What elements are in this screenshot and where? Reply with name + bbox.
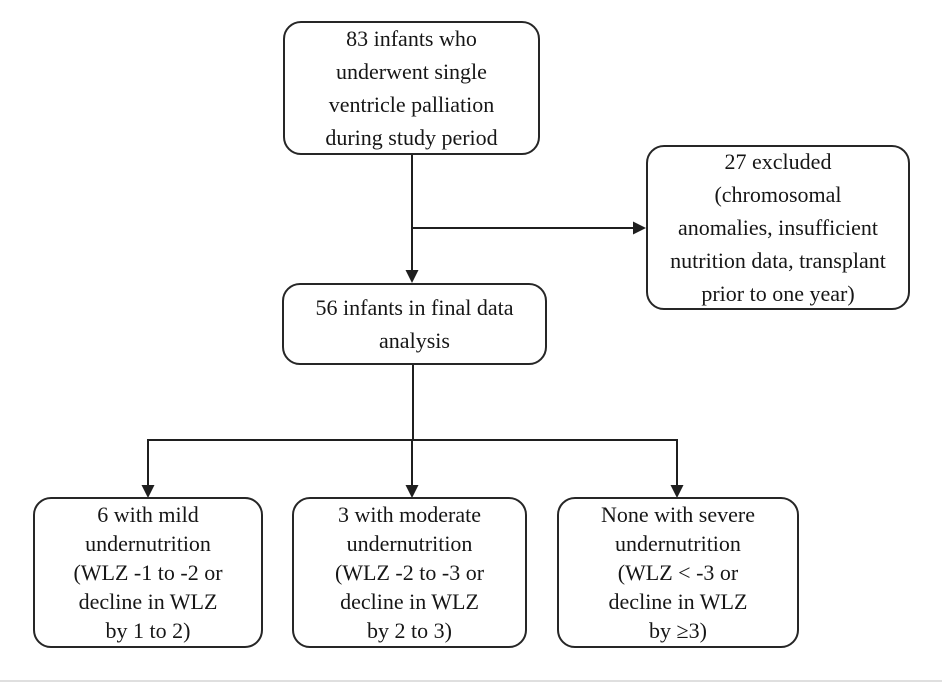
box-excluded: 27 excluded (chromosomal anomalies, insu… — [646, 145, 910, 310]
box-moderate-undernutrition-text: 3 with moderate undernutrition (WLZ -2 t… — [334, 502, 485, 643]
arrow-branch-to-mild — [141, 439, 155, 498]
figure-bottom-rule — [0, 680, 942, 682]
arrow-branch-to-moderate — [405, 439, 419, 498]
box-severe-undernutrition-text: None with severe undernutrition (WLZ < -… — [601, 502, 755, 643]
box-excluded-text: 27 excluded (chromosomal anomalies, insu… — [670, 149, 886, 306]
box-mild-undernutrition: 6 with mild undernutrition (WLZ -1 to -2… — [33, 497, 263, 648]
arrow-branch-to-severe — [670, 439, 684, 498]
box-enrolled-cohort: 83 infants who underwent single ventricl… — [283, 21, 540, 155]
box-severe-undernutrition: None with severe undernutrition (WLZ < -… — [557, 497, 799, 648]
arrow-branch-to-excluded — [412, 221, 646, 235]
box-enrolled-cohort-text: 83 infants who underwent single ventricl… — [325, 26, 498, 150]
box-final-analysis-text: 56 infants in final data analysis — [315, 295, 514, 353]
box-mild-undernutrition-text: 6 with mild undernutrition (WLZ -1 to -2… — [73, 502, 223, 643]
arrow-enrolled-to-final — [405, 155, 419, 283]
box-final-analysis: 56 infants in final data analysis — [282, 283, 547, 365]
box-moderate-undernutrition: 3 with moderate undernutrition (WLZ -2 t… — [292, 497, 527, 648]
